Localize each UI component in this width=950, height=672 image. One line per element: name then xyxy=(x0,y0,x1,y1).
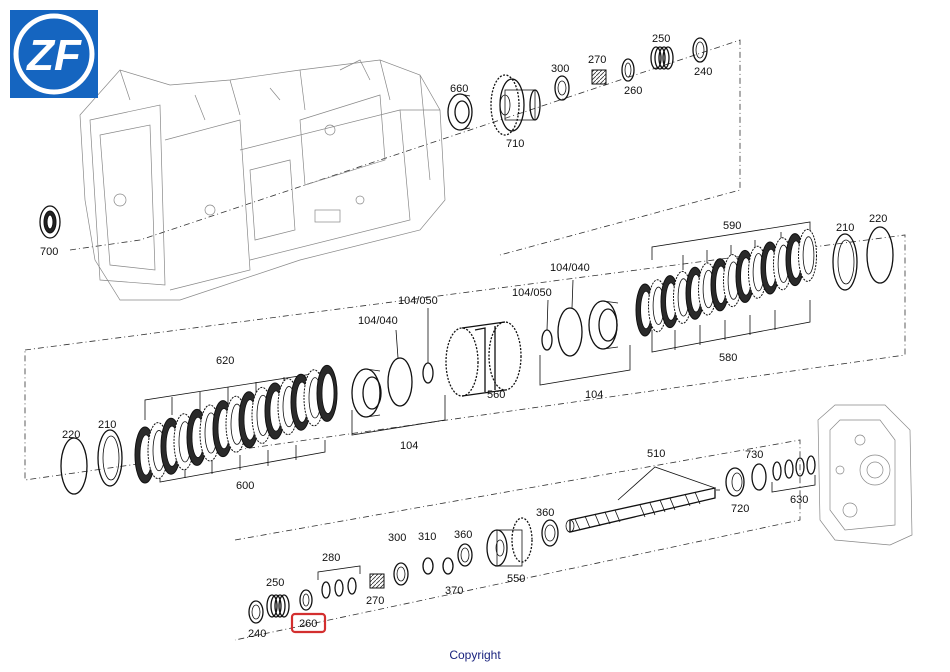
zf-logo: ZF xyxy=(10,10,98,98)
callout-700[interactable]: 700 xyxy=(40,246,58,258)
callout-730[interactable]: 730 xyxy=(745,449,763,461)
clutch-disc-bore xyxy=(321,372,335,414)
part-220-ring-mid xyxy=(60,437,88,495)
zf-logo-mark: ZF xyxy=(13,13,95,95)
part-300-bearing-bottom xyxy=(393,562,409,586)
part-710-gear xyxy=(490,74,541,136)
transmission-housing xyxy=(79,59,446,301)
callout-104-050-right[interactable]: 104/050 xyxy=(512,287,552,299)
callout-620[interactable]: 620 xyxy=(216,355,234,367)
part-310-ring xyxy=(422,557,434,575)
callout-310[interactable]: 310 xyxy=(418,531,436,543)
callout-220-top[interactable]: 220 xyxy=(869,213,887,225)
callout-280[interactable]: 280 xyxy=(322,552,340,564)
callout-250-top[interactable]: 250 xyxy=(652,33,670,45)
part-240-ring-bottom xyxy=(248,600,264,624)
callout-370[interactable]: 370 xyxy=(445,585,463,597)
part-260-ring-top xyxy=(621,58,635,82)
callout-210-top[interactable]: 210 xyxy=(836,222,854,234)
callout-580[interactable]: 580 xyxy=(719,352,737,364)
callout-590[interactable]: 590 xyxy=(723,220,741,232)
assembly-boundary-bottom xyxy=(234,439,801,641)
callout-104-050-left[interactable]: 104/050 xyxy=(398,295,438,307)
part-730-ring xyxy=(751,463,767,491)
group-104-right xyxy=(539,279,631,386)
callout-240-bottom[interactable]: 240 xyxy=(248,628,266,640)
rear-cover-housing xyxy=(817,404,913,546)
callout-240-top[interactable]: 240 xyxy=(694,66,712,78)
part-360-ring-right xyxy=(541,519,559,547)
clutch-disc-bore xyxy=(802,236,815,275)
callout-660[interactable]: 660 xyxy=(450,83,468,95)
callout-270-top[interactable]: 270 xyxy=(588,54,606,66)
part-250-spring-top xyxy=(650,46,674,70)
callout-labels: 700 660 710 300 270 260 250 240 590 580 … xyxy=(40,33,887,640)
callout-104-040-right[interactable]: 104/040 xyxy=(550,262,590,274)
callout-720[interactable]: 720 xyxy=(731,503,749,515)
group-104-left xyxy=(351,308,446,436)
part-240-ring-top xyxy=(692,37,708,63)
part-360-ring-left xyxy=(457,543,473,567)
part-550-gear xyxy=(486,517,533,567)
copyright-footer: Copyright xyxy=(449,648,501,662)
part-700-seal xyxy=(39,205,61,239)
callout-600[interactable]: 600 xyxy=(236,480,254,492)
part-220-ring-top xyxy=(866,226,894,284)
assembly-boundary-top xyxy=(69,39,741,256)
callout-260-bottom-selected[interactable]: 260 xyxy=(299,618,317,630)
callout-510[interactable]: 510 xyxy=(647,448,665,460)
callout-270-bottom[interactable]: 270 xyxy=(366,595,384,607)
assembly-boundary-middle xyxy=(24,234,906,481)
group-280-rings xyxy=(317,565,361,599)
zf-logo-text: ZF xyxy=(25,31,82,80)
callout-104-right[interactable]: 104 xyxy=(585,389,603,401)
callout-360-left[interactable]: 360 xyxy=(454,529,472,541)
part-270-bearing-bottom xyxy=(369,573,385,589)
callout-630[interactable]: 630 xyxy=(790,494,808,506)
clutch-discs-620 xyxy=(134,364,338,484)
part-720-bearing xyxy=(725,467,745,497)
callout-710[interactable]: 710 xyxy=(506,138,524,150)
part-210-plate-top xyxy=(832,233,858,291)
callout-300-bottom[interactable]: 300 xyxy=(388,532,406,544)
callout-260-top[interactable]: 260 xyxy=(624,85,642,97)
part-560-clutch-drum xyxy=(445,321,522,397)
callout-360-right[interactable]: 360 xyxy=(536,507,554,519)
part-510-shaft xyxy=(565,466,720,533)
callout-300-top[interactable]: 300 xyxy=(551,63,569,75)
part-250-spring-bottom xyxy=(266,594,290,618)
callout-104-left[interactable]: 104 xyxy=(400,440,418,452)
clutch-discs-590 xyxy=(635,228,817,337)
selected-part-highlight xyxy=(290,612,327,634)
callout-210-mid[interactable]: 210 xyxy=(98,419,116,431)
callout-560[interactable]: 560 xyxy=(487,389,505,401)
part-270-bearing-top xyxy=(591,69,607,85)
part-210-plate-mid xyxy=(97,429,123,487)
part-300-bearing-top xyxy=(554,75,570,101)
group-630-rings xyxy=(771,455,816,493)
part-660-seal xyxy=(447,93,473,131)
callout-250-bottom[interactable]: 250 xyxy=(266,577,284,589)
callout-220-mid[interactable]: 220 xyxy=(62,429,80,441)
part-260-ring-bottom xyxy=(299,589,313,611)
callout-550[interactable]: 550 xyxy=(507,573,525,585)
callout-104-040-left[interactable]: 104/040 xyxy=(358,315,398,327)
part-370-ring xyxy=(442,557,454,575)
